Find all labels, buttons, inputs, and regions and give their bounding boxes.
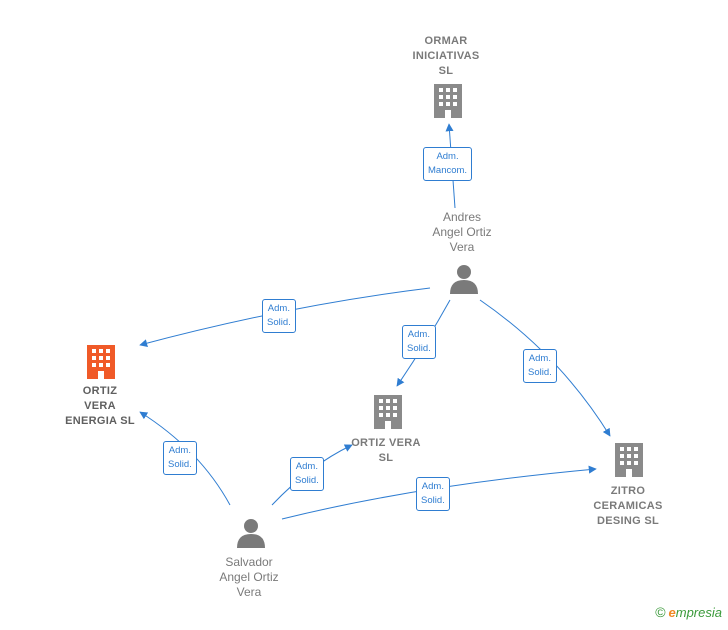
relation-role: Adm. (295, 461, 318, 472)
relation-type: Solid. (267, 317, 291, 328)
person-label-line: Angel Ortiz (432, 225, 492, 239)
company-label-line: SL (378, 452, 394, 464)
relation-salvador-zitro[interactable]: Adm. Solid. (416, 477, 450, 511)
relation-andres-zitro[interactable]: Adm. Solid. (523, 349, 557, 383)
relation-type: Solid. (528, 367, 552, 378)
company-label-ortiz-vera[interactable]: ORTIZ VERA SL (336, 436, 436, 466)
relation-role: Adm. (528, 353, 551, 364)
company-label-line: SL (438, 65, 454, 77)
company-label-line: ORTIZ (82, 385, 118, 397)
person-label-line: Vera (449, 240, 475, 254)
relation-andres-ormar[interactable]: Adm. Mancom. (423, 147, 473, 181)
empresia-watermark: ©empresia (655, 604, 722, 620)
person-icon-andres[interactable] (450, 265, 478, 294)
relation-role: Adm. (436, 151, 459, 162)
relation-role: Adm. (168, 445, 191, 456)
person-label-andres[interactable]: Andres Angel Ortiz Vera (412, 210, 512, 255)
company-label-zitro[interactable]: ZITRO CERAMICAS DESING SL (578, 484, 678, 529)
person-label-salvador[interactable]: Salvador Angel Ortiz Vera (199, 555, 299, 600)
person-label-line: Angel Ortiz (219, 570, 279, 584)
person-label-line: Vera (236, 585, 262, 599)
company-label-ormar[interactable]: ORMAR INICIATIVAS SL (396, 34, 496, 79)
building-icon-ortiz-energia[interactable] (87, 345, 115, 379)
relation-type: Mancom. (428, 165, 468, 176)
person-icon-salvador[interactable] (237, 519, 265, 548)
company-label-line: VERA (84, 400, 116, 412)
brand-initial: e (668, 605, 676, 620)
building-icon-zitro[interactable] (615, 443, 643, 477)
company-label-line: INICIATIVAS (412, 50, 480, 62)
person-label-line: Andres (442, 210, 482, 224)
company-label-line: ORMAR (424, 35, 468, 47)
relation-role: Adm. (421, 481, 444, 492)
company-label-line: DESING SL (597, 515, 659, 527)
relation-role: Adm. (267, 303, 290, 314)
relation-salvador-energia[interactable]: Adm. Solid. (163, 441, 197, 475)
brand-name: mpresia (675, 605, 722, 620)
company-label-line: CERAMICAS (593, 500, 663, 512)
copyright-icon: © (655, 604, 666, 620)
building-icon-ormar[interactable] (434, 84, 462, 118)
person-label-line: Salvador (225, 555, 273, 569)
relation-type: Solid. (168, 459, 192, 470)
company-label-line: ORTIZ VERA (351, 437, 421, 449)
company-label-line: ENERGIA SL (65, 415, 135, 427)
relation-andres-energia[interactable]: Adm. Solid. (262, 299, 296, 333)
relation-type: Solid. (421, 495, 445, 506)
relation-type: Solid. (295, 475, 319, 486)
building-icon-ortiz-vera[interactable] (374, 395, 402, 429)
relation-salvador-ortizvera[interactable]: Adm. Solid. (290, 457, 324, 491)
relation-type: Solid. (407, 343, 431, 354)
relation-role: Adm. (407, 329, 430, 340)
company-label-ortiz-energia[interactable]: ORTIZ VERA ENERGIA SL (50, 384, 150, 429)
relation-andres-ortizvera[interactable]: Adm. Solid. (402, 325, 436, 359)
company-label-line: ZITRO (610, 485, 646, 497)
